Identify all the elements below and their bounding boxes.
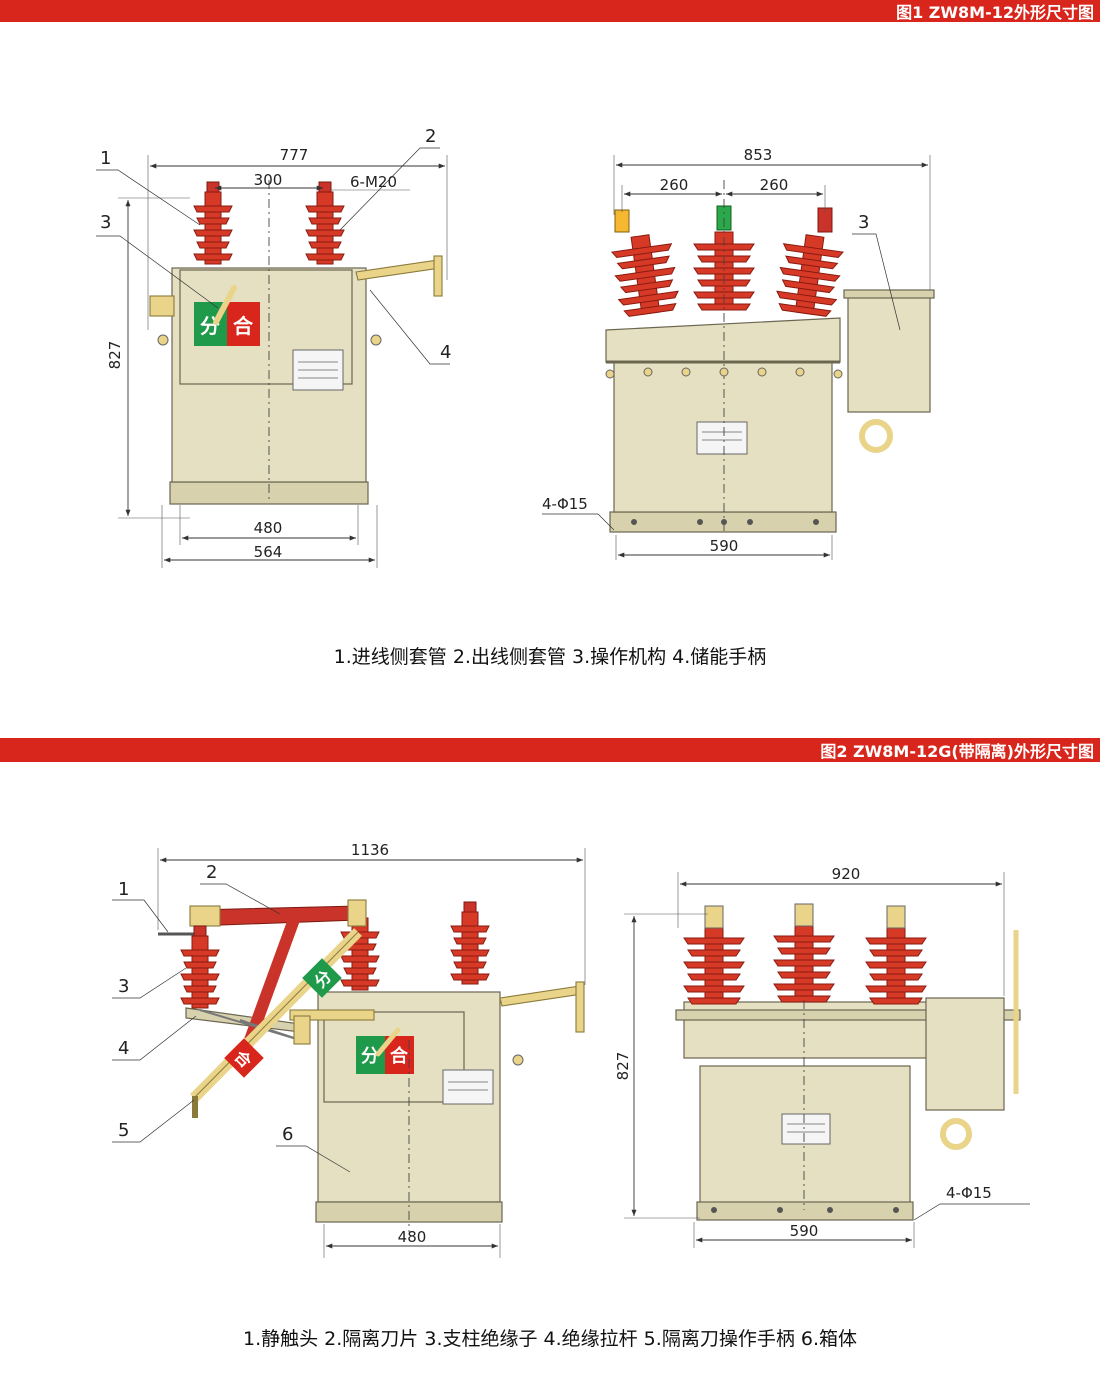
fig1-callout-1: 1	[100, 148, 111, 169]
fig1-dim-853: 853	[744, 146, 773, 164]
fig1-operating-mechanism	[847, 291, 931, 413]
fig2-side-nameplate-icon	[781, 1113, 831, 1145]
fig1-callout-3: 3	[100, 212, 111, 233]
fig1-front-dims: 777 300 6-M20 827 480 564 1 2 3 4	[96, 126, 451, 568]
fig2-callout-2: 2	[206, 862, 217, 883]
fig2-post-insulator	[180, 925, 220, 1009]
fig2-callout-3: 3	[118, 976, 129, 997]
figure1-caption: 1.进线侧套管 2.出线侧套管 3.操作机构 4.储能手柄	[333, 646, 767, 668]
figure1-title: 图1 ZW8M-12外形尺寸图	[882, 0, 1100, 22]
fig2-side-dims: 920 827 4-Φ15 590	[614, 865, 1030, 1248]
fig2-dim-1136: 1136	[351, 841, 389, 859]
fig2-dim-480: 480	[398, 1228, 427, 1246]
fig1-side-dims: 853 260 260 4-Φ15 590 3	[542, 146, 931, 560]
fig2-dim-827: 827	[614, 1052, 632, 1081]
fig1-dim-827: 827	[106, 341, 124, 370]
fig1-dim-260-left: 260	[660, 176, 689, 194]
fig2-callout-1: 1	[118, 879, 129, 900]
fig1-callout-3b: 3	[858, 212, 869, 233]
fig2-front-view: 分 合 分 合	[158, 899, 585, 1232]
fig2-open-label: 分	[361, 1046, 379, 1067]
fig2-side-view	[675, 903, 1021, 1221]
fig1-dim-260-right: 260	[760, 176, 789, 194]
fig1-close-button	[227, 302, 260, 346]
fig2-insulated-rod	[244, 911, 302, 1043]
fig2-callout-6: 6	[282, 1124, 293, 1145]
fig1-storage-handle	[355, 259, 441, 281]
fig2-callout-5: 5	[118, 1120, 129, 1141]
fig1-side-nameplate-icon	[696, 421, 748, 455]
fig2-dim-holes: 4-Φ15	[946, 1184, 992, 1202]
fig2-callout-4: 4	[118, 1038, 129, 1059]
figure2-title: 图2 ZW8M-12G(带隔离)外形尺寸图	[806, 738, 1100, 762]
fig2-operating-mechanism	[925, 997, 1005, 1111]
fig2-front-dims: 1136 480 1 2 3 4 5 6	[112, 841, 586, 1258]
fig1-callout-4: 4	[440, 342, 451, 363]
fig1-dim-564: 564	[254, 543, 283, 561]
fig2-close-label: 合	[390, 1045, 409, 1067]
fig1-dim-300: 300	[254, 171, 283, 189]
fig1-ring-icon	[859, 419, 893, 453]
fig1-dim-holes: 4-Φ15	[542, 495, 588, 513]
fig1-callout-2: 2	[425, 126, 436, 147]
fig1-dim-590: 590	[710, 537, 739, 555]
fig1-dim-480: 480	[254, 519, 283, 537]
fig1-front-view: 分 合	[149, 180, 443, 505]
figure2-banner: 图2 ZW8M-12G(带隔离)外形尺寸图	[0, 738, 1100, 762]
fig1-outgoing-bushing	[305, 181, 345, 265]
fig2-dim-590: 590	[790, 1222, 819, 1240]
fig2-nameplate-icon	[442, 1069, 494, 1105]
fig1-close-label: 合	[233, 314, 254, 338]
figure1-banner: 图1 ZW8M-12外形尺寸图	[0, 0, 1100, 22]
fig2-ring-icon	[940, 1118, 972, 1150]
fig1-dim-777: 777	[280, 146, 309, 164]
fig1-dim-bolt: 6-M20	[350, 173, 397, 191]
fig1-incoming-bushing	[193, 181, 233, 265]
fig1-side-view	[605, 180, 935, 535]
fig2-dim-920: 920	[832, 865, 861, 883]
figure2-caption: 1.静触头 2.隔离刀片 3.支柱绝缘子 4.绝缘拉杆 5.隔离刀操作手柄 6.…	[243, 1328, 857, 1350]
